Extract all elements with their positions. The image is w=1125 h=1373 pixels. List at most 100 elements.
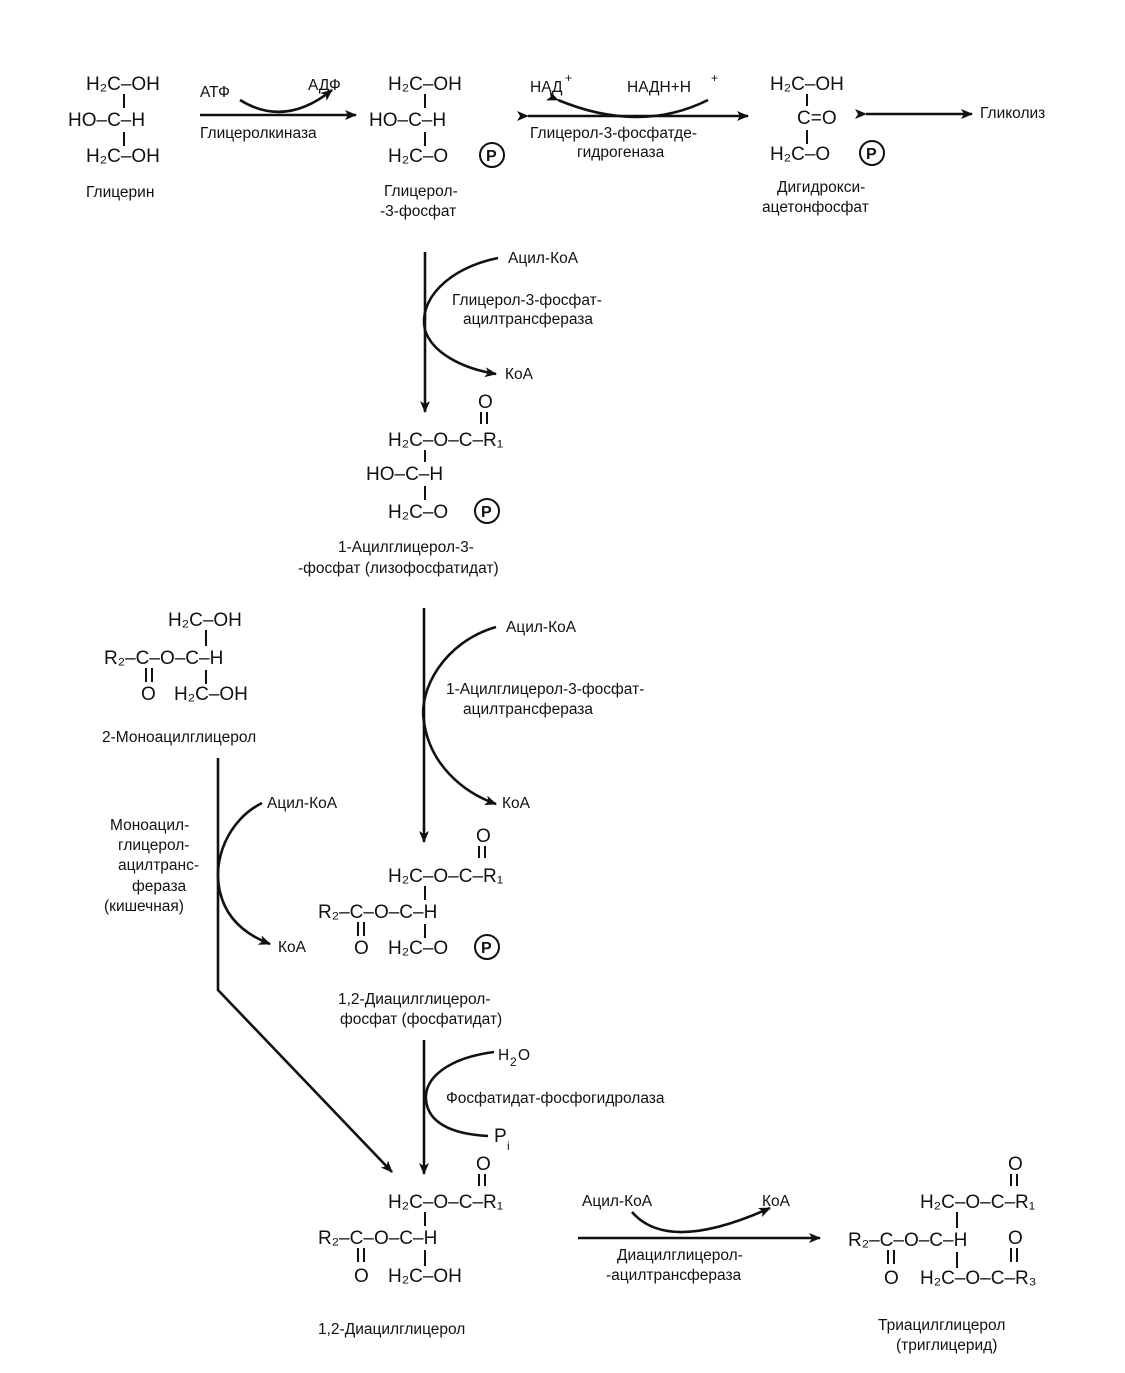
acyl-coa-curve-1 — [422, 256, 499, 378]
phosphate-circle-icon — [474, 498, 500, 524]
tag-label-1: Триацилглицерол — [878, 1317, 1005, 1334]
mag-label: 2-Моноацилглицерол — [102, 729, 256, 746]
g3p-acyltransferase-label-2: ацилтрансфераза — [463, 311, 593, 328]
mag-c2: R₂–C–O–C–H — [104, 648, 223, 669]
dag-structure: O H₂C–O–C–R₁ R₂–C–O–C–H H₂C–OH O 1,2-Диа… — [318, 1154, 503, 1338]
glycerol-c1: H₂C–OH — [86, 74, 160, 95]
lpa-c2: HO–C–H — [366, 464, 443, 485]
coa-label-3: КоА — [278, 939, 307, 956]
lpa-label-1: 1-Ацилглицерол-3- — [338, 539, 474, 556]
svg-text:+: + — [711, 71, 718, 85]
glycerol-label: Глицерин — [86, 184, 154, 201]
glycolysis-label: Гликолиз — [980, 105, 1045, 122]
tag-label-2: (триглицерид) — [896, 1337, 997, 1354]
g3p-c3: H₂C–O — [388, 146, 448, 167]
acyl-coa-curve-4 — [631, 1206, 771, 1234]
pi-label: P — [494, 1126, 507, 1147]
acyl-coa-label-3: Ацил-КоА — [267, 795, 338, 812]
pa-label-1: 1,2-Диацилглицерол- — [338, 991, 491, 1008]
lpa-phosphate: P — [481, 504, 492, 521]
dag-c2: R₂–C–O–C–H — [318, 1228, 437, 1249]
svg-text:i: i — [507, 1139, 510, 1153]
dag-c1: H₂C–O–C–R₁ — [388, 1192, 503, 1213]
phosphate-circle-icon — [479, 142, 505, 168]
g3p-acyltransferase-label-1: Глицерол-3-фосфат- — [452, 292, 602, 309]
glycerol-c3: H₂C–OH — [86, 146, 160, 167]
atp-label: АТФ — [200, 84, 230, 101]
lpa-c1: H₂C–O–C–R₁ — [388, 430, 503, 451]
svg-text:+: + — [565, 71, 572, 85]
dhap-label-1: Дигидрокси- — [777, 179, 865, 196]
mag-acyltransferase-label-2: глицерол- — [118, 837, 189, 854]
adp-label: АДФ — [308, 77, 341, 94]
pa-phosphate: P — [481, 940, 492, 957]
acyl-coa-label-4: Ацил-КоА — [582, 1193, 653, 1210]
dehydrogenase-label-2: гидрогеназа — [577, 144, 665, 161]
g3p-c1: H₂C–OH — [388, 74, 462, 95]
svg-text:O: O — [518, 1047, 530, 1064]
nad-nadh-curve — [545, 91, 709, 119]
tag-c3: H₂C–O–C–R₃ — [920, 1268, 1036, 1289]
glycerol-structure: H₂C–OH HO–C–H H₂C–OH Глицерин — [68, 74, 160, 201]
svg-text:2: 2 — [510, 1055, 517, 1069]
pa-c1: H₂C–O–C–R₁ — [388, 866, 503, 887]
coa-label-2: КоА — [502, 795, 531, 812]
pa-structure: O H₂C–O–C–R₁ R₂–C–O–C–H H₂C–O O P 1,2-Ди… — [318, 826, 503, 1028]
lpa-label-2: -фосфат (лизофосфатидат) — [298, 560, 499, 577]
tag-c1: H₂C–O–C–R₁ — [920, 1192, 1035, 1213]
g3p-label-1: Глицерол- — [384, 183, 458, 200]
dhap-structure: H₂C–OH C=O H₂C–O P Дигидрокси- ацетонфос… — [762, 74, 885, 216]
svg-text:O: O — [884, 1268, 899, 1289]
dhap-c1: H₂C–OH — [770, 74, 844, 95]
g3p-label-2: -3-фосфат — [380, 203, 456, 220]
dhap-c2: C=O — [797, 108, 837, 129]
lpa-c3: H₂C–O — [388, 502, 448, 523]
svg-text:O: O — [1008, 1228, 1023, 1249]
lpa-structure: O H₂C–O–C–R₁ HO–C–H H₂C–O P 1-Ацилглицер… — [298, 392, 503, 577]
dehydrogenase-label-1: Глицерол-3-фосфатде- — [530, 125, 697, 142]
dhap-phosphate: P — [866, 146, 877, 163]
mag-acyltransferase-label-5: (кишечная) — [104, 898, 184, 915]
coa-label-4: КоА — [762, 1193, 791, 1210]
mag-structure: H₂C–OH R₂–C–O–C–H H₂C–OH O 2-Моноацилгли… — [102, 610, 256, 746]
glycerol-kinase-label: Глицеролкиназа — [200, 125, 317, 142]
phosphate-circle-icon — [474, 934, 500, 960]
mag-c1: H₂C–OH — [168, 610, 242, 631]
svg-text:O: O — [141, 684, 156, 705]
water-label: H — [498, 1047, 509, 1064]
coa-label-1: КоА — [505, 366, 534, 383]
mag-c3: H₂C–OH — [174, 684, 248, 705]
atp-adp-curve — [239, 88, 333, 114]
acyl-coa-label-1: Ацил-КоА — [508, 250, 579, 267]
acyl-coa-curve-3 — [216, 801, 271, 946]
acyl-coa-label-2: Ацил-КоА — [506, 619, 577, 636]
dag-acyltransferase-label-1: Диацилглицерол- — [617, 1247, 743, 1264]
dhap-label-2: ацетонфосфат — [762, 199, 869, 216]
pa-label-2: фосфат (фосфатидат) — [340, 1011, 502, 1028]
tag-c2: R₂–C–O–C–H — [848, 1230, 967, 1251]
svg-text:O: O — [1008, 1154, 1023, 1175]
glycerol-c2: HO–C–H — [68, 110, 145, 131]
g3p-structure: H₂C–OH HO–C–H H₂C–O P Глицерол- -3-фосфа… — [369, 74, 505, 220]
water-pi-curve — [424, 1050, 495, 1138]
tag-structure: O H₂C–O–C–R₁ R₂–C–O–C–H O H₂C–O–C–R₃ O Т… — [848, 1154, 1036, 1354]
svg-text:O: O — [354, 1266, 369, 1287]
nad-label: НАД — [530, 79, 563, 96]
mag-to-dag-arrow — [216, 758, 393, 1173]
phosphate-circle-icon — [859, 140, 885, 166]
lpa-acyltransferase-label-2: ацилтрансфераза — [463, 701, 593, 718]
g3p-phosphate: P — [486, 148, 497, 165]
g3p-c2: HO–C–H — [369, 110, 446, 131]
dag-label: 1,2-Диацилглицерол — [318, 1321, 465, 1338]
svg-text:O: O — [354, 938, 369, 959]
acyl-coa-curve-2 — [421, 625, 497, 806]
mag-acyltransferase-label-1: Моноацил- — [110, 817, 189, 834]
mag-acyltransferase-label-3: ацилтранс- — [118, 857, 199, 874]
mag-acyltransferase-label-4: фераза — [132, 878, 187, 895]
dag-c3: H₂C–OH — [388, 1266, 462, 1287]
pa-phosphohydrolase-label: Фосфатидат-фосфогидролаза — [446, 1090, 665, 1107]
pa-c2: R₂–C–O–C–H — [318, 902, 437, 923]
lpa-acyltransferase-label-1: 1-Ацилглицерол-3-фосфат- — [446, 681, 644, 698]
svg-text:O: O — [478, 392, 493, 413]
